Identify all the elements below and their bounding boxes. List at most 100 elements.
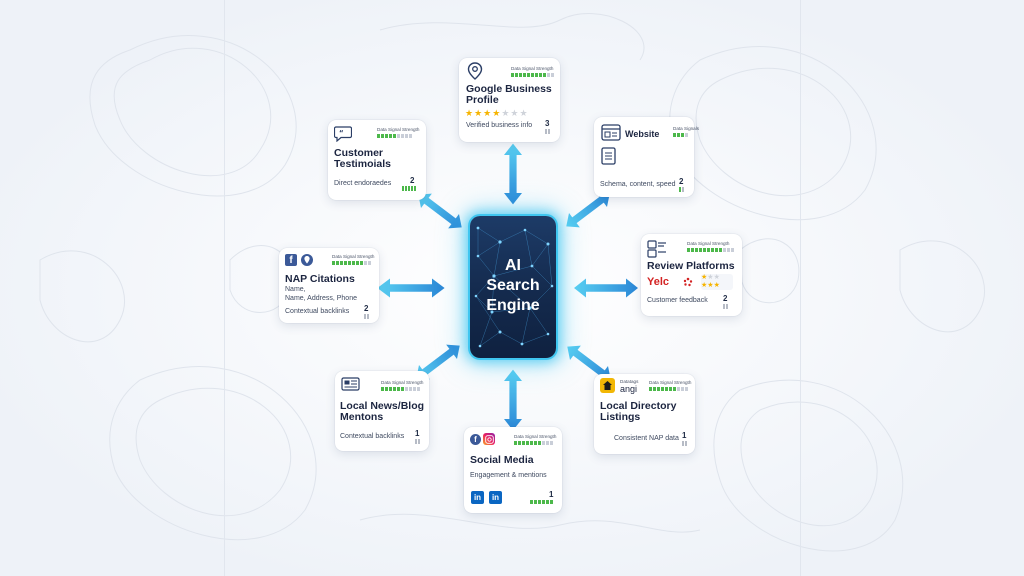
card-title: Local Directory Listings — [600, 400, 677, 423]
star-icon: ★ — [701, 282, 708, 289]
star-icon: ★ — [713, 282, 720, 289]
star-icon: ★ — [465, 108, 474, 118]
arrow-nap — [377, 278, 445, 298]
card-title: Customer Testimoials — [334, 147, 391, 170]
card-subtitle: Name, Address, Phone — [285, 295, 357, 302]
hub-title: AI Search Engine — [486, 257, 540, 314]
card-subtitle: Direct endoraedes — [334, 180, 392, 187]
card-score: 2 — [410, 176, 415, 185]
star-icon: ★ — [501, 108, 510, 118]
score-bars — [545, 129, 550, 134]
star-icon: ★ — [701, 274, 708, 281]
frame-guide-right — [800, 0, 801, 576]
card-review-platforms[interactable]: Data Signal Strength Review Platforms Ye… — [641, 234, 742, 316]
signal-bars — [673, 133, 688, 137]
card-google-business-profile[interactable]: Data Signal Strength Google Business Pro… — [459, 58, 560, 142]
review-list-icon — [647, 240, 666, 258]
svg-text:“: “ — [339, 129, 344, 137]
score-bars — [402, 186, 416, 191]
star-icon: ★ — [707, 282, 714, 289]
score-bars — [415, 439, 420, 444]
signal-bars — [511, 73, 554, 77]
signal-label: Data Signal Strength — [687, 241, 730, 246]
card-customer-testimonials[interactable]: “ Data Signal Strength Customer Testimoi… — [328, 120, 426, 200]
card-score: 2 — [723, 294, 728, 303]
score-bars — [364, 314, 369, 319]
star-icon: ★ — [510, 108, 519, 118]
card-subtitle: Name, — [285, 286, 306, 293]
card-nap-citations[interactable]: f Data Signal Strength NAP Citations Nam… — [279, 248, 379, 323]
instagram-icon — [483, 433, 495, 445]
browser-window-icon — [601, 124, 621, 141]
linkedin-icon: in — [489, 491, 502, 504]
signal-label: Data Signal Strength — [514, 434, 557, 439]
signal-label: Data Signals — [673, 126, 700, 131]
rating-stars: ★★★★★★★ — [465, 109, 528, 118]
card-score: 1 — [549, 490, 554, 499]
card-title: Review Platforms — [647, 260, 735, 272]
signal-bars — [377, 134, 412, 138]
signal-bars — [381, 387, 420, 391]
card-website[interactable]: Website Data Signals Schema, content, sp… — [594, 117, 699, 197]
star-rating-badge: ★★★ ★★★ — [701, 274, 733, 290]
star-icon: ★ — [519, 108, 528, 118]
ai-search-engine-hub: AI Search Engine — [470, 216, 556, 358]
star-icon: ★ — [483, 108, 492, 118]
card-subtitle: Contextual backlinks — [285, 308, 350, 315]
newspaper-icon — [341, 377, 360, 391]
card-score: 3 — [545, 119, 550, 128]
signal-bars — [687, 248, 734, 252]
card-subtitle: Schema, content, speed — [600, 181, 676, 188]
star-icon: ★ — [713, 274, 720, 281]
signal-bars — [514, 441, 553, 445]
card-score: 2 — [364, 304, 369, 313]
card-score: 1 — [682, 431, 687, 440]
signal-bars — [332, 261, 371, 265]
score-bars — [679, 187, 684, 192]
star-icon: ★ — [474, 108, 483, 118]
arrow-google — [504, 143, 522, 205]
quote-bubble-icon: “ — [334, 126, 352, 142]
angi-brand-label: angi — [620, 384, 638, 394]
star-icon: ★ — [492, 108, 501, 118]
signal-bars — [649, 387, 688, 391]
score-bars — [723, 304, 728, 309]
card-title: Google Business Profile — [466, 83, 552, 106]
card-subtitle: Verified business info — [466, 122, 533, 129]
arrow-social — [504, 369, 522, 431]
yelp-burst-icon — [683, 277, 693, 287]
card-title: Local News/Blog Mentons — [340, 400, 425, 423]
card-local-news-blog[interactable]: Data Signal Strength Local News/Blog Men… — [335, 371, 429, 451]
card-local-directory-listings[interactable]: Datatags angi Data Signal Strength Local… — [594, 374, 695, 454]
document-icon — [601, 147, 616, 165]
location-pin-icon — [467, 62, 483, 80]
card-subtitle: Contextual backlinks — [340, 433, 405, 440]
card-social-media[interactable]: f Data Signal Strength Social Media Enga… — [464, 427, 562, 513]
signal-label: Data Signal Strength — [332, 254, 375, 259]
card-subtitle: Customer feedback — [647, 297, 708, 304]
signal-label: Data Signal Strength — [377, 127, 420, 132]
card-title: Website — [625, 129, 660, 139]
datatags-label: Datatags — [620, 379, 639, 384]
card-title: Social Media — [470, 454, 534, 466]
angi-logo-icon — [600, 378, 615, 393]
facebook-icon: f — [285, 254, 297, 266]
card-subtitle: Engagement & mentions — [470, 472, 547, 479]
score-bars — [682, 441, 687, 446]
signal-label: Data Signal Strength — [381, 380, 424, 385]
neural-network-pattern — [474, 226, 554, 348]
frame-guide-left — [224, 0, 225, 576]
map-pin-icon — [301, 254, 313, 266]
card-title: NAP Citations — [285, 273, 355, 285]
score-bars — [530, 500, 553, 504]
arrow-review — [574, 278, 638, 298]
card-score: 1 — [415, 429, 420, 438]
yelp-logo: Yelc — [647, 276, 670, 288]
facebook-icon: f — [470, 434, 481, 445]
signal-label: Data Signal Strength — [511, 66, 554, 71]
linkedin-icon: in — [471, 491, 484, 504]
signal-label: Data Signal Strength — [649, 380, 692, 385]
card-subtitle: Consistent NAP data — [614, 435, 679, 442]
star-icon: ★ — [707, 274, 714, 281]
